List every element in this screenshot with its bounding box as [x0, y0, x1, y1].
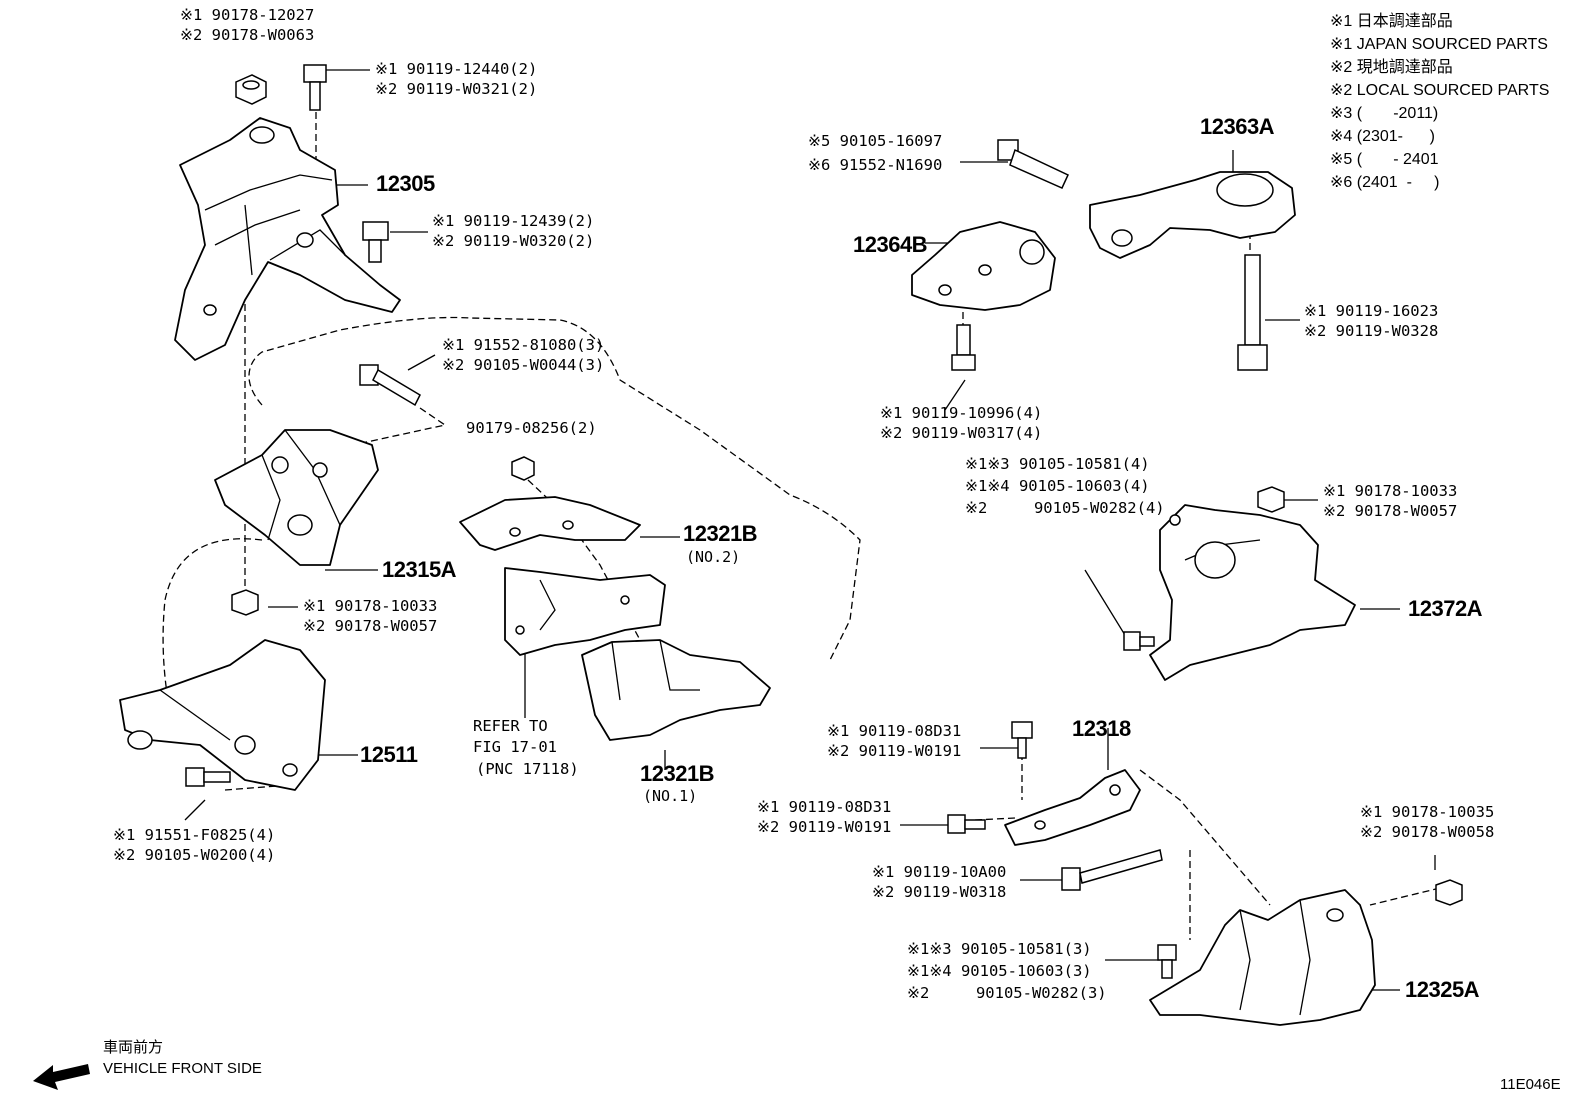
legend-line-4: ※2 LOCAL SOURCED PARTS: [1330, 82, 1550, 99]
bolt-90119-10996: [951, 324, 976, 371]
bolt-90105-10581: [1123, 631, 1155, 651]
callout-bolt-12325-1: ※1※3 90105-10581(3): [907, 940, 1092, 958]
nut-90178-10035: [1435, 879, 1463, 906]
callout-nut-12372-1: ※1 90178-10033: [1323, 482, 1458, 500]
legend-line-1: ※1 日本調達部品: [1330, 13, 1453, 30]
callout-bolt-long-b-2: ※2 90119-W0318: [872, 883, 1007, 901]
callout-bolt-long-2: ※2 90105-W0044(3): [442, 356, 605, 374]
bolt-90119-08D31-a: [1011, 721, 1033, 759]
front-direction-en: VEHICLE FRONT SIDE: [103, 1060, 262, 1077]
callout-bolt-mid-1: ※1 90119-12439(2): [432, 212, 595, 230]
part-12318-bracket: [1004, 769, 1141, 846]
refer-line-2: FIG 17-01: [473, 738, 557, 756]
bolt-90119-16023: [1237, 254, 1268, 371]
legend-line-7: ※5 ( - 2401: [1330, 151, 1439, 168]
nut-90179-08256: [511, 456, 535, 481]
part-number-12363A: 12363A: [1200, 114, 1275, 139]
legend-line-3: ※2 現地調達部品: [1330, 59, 1453, 76]
callout-bolt-12325-2: ※1※4 90105-10603(3): [907, 962, 1092, 980]
callout-nut-small-1: 90179-08256(2): [466, 419, 597, 437]
legend-line-8: ※6 (2401 - ): [1330, 174, 1440, 191]
callout-nut-left-2: ※2 90178-W0057: [303, 617, 438, 635]
front-direction-jp: 車両前方: [103, 1039, 164, 1056]
callout-nut-12325-1: ※1 90178-10035: [1360, 803, 1495, 821]
part-12305-bracket: [174, 117, 401, 361]
callout-bolt-long-1: ※1 91552-81080(3): [442, 336, 605, 354]
callout-bolt-5-6-1: ※5 90105-16097: [808, 132, 943, 150]
part-number-12315A: 12315A: [382, 557, 457, 582]
refer-line-1: REFER TO: [473, 717, 548, 735]
callout-nut-top-2: ※2 90178-W0063: [180, 26, 315, 44]
callout-bolt-5-6-2: ※6 91552-N1690: [808, 156, 943, 174]
callout-bolt-12318-a-1: ※1 90119-08D31: [827, 722, 962, 740]
bolt-90105-16097: [997, 139, 1069, 189]
callout-bolt-top-2: ※2 90119-W0321(2): [375, 80, 538, 98]
part-12364B-bracket: [911, 221, 1056, 311]
bolt-91552-81080: [359, 364, 421, 407]
callout-bolt-12372-2: ※1※4 90105-10603(4): [965, 477, 1150, 495]
callout-bolt-right-2: ※2 90119-W0328: [1304, 322, 1439, 340]
part-number-12321B-no2: 12321B: [683, 521, 758, 546]
callout-nut-left-1: ※1 90178-10033: [303, 597, 438, 615]
bolt-90119-08D31-b: [947, 814, 986, 834]
bolt-90119-12439: [362, 221, 389, 263]
part-number-12318: 12318: [1072, 716, 1131, 741]
part-number-12372A: 12372A: [1408, 596, 1483, 621]
diagram-id: 11E046E: [1500, 1076, 1561, 1093]
callout-nut-top-1: ※1 90178-12027: [180, 6, 315, 24]
part-12321B-no2: [459, 496, 641, 551]
part-12511-bracket: [119, 639, 326, 791]
part-12321B-no1: [581, 639, 771, 741]
part-sub-no1: (NO.1): [643, 787, 698, 805]
callout-bolt-12364-2: ※2 90119-W0317(4): [880, 424, 1043, 442]
part-number-12511: 12511: [360, 742, 418, 767]
bolt-90119-10A00: [1061, 849, 1163, 891]
bolt-90119-12440: [303, 64, 327, 111]
callout-bolt-12372-3: ※2 90105-W0282(4): [965, 499, 1165, 517]
callout-bolt-12318-b-2: ※2 90119-W0191: [757, 818, 892, 836]
part-number-12305: 12305: [376, 171, 435, 196]
callout-bolt-12372-1: ※1※3 90105-10581(4): [965, 455, 1150, 473]
bolt-90105-10581-b: [1157, 944, 1177, 979]
legend-line-6: ※4 (2301- ): [1330, 128, 1435, 145]
callout-bolt-bottom-2: ※2 90105-W0200(4): [113, 846, 276, 864]
dashed-line-12325-nut: [1369, 887, 1441, 906]
callout-bolt-12318-b-1: ※1 90119-08D31: [757, 798, 892, 816]
callout-bolt-long-b-1: ※1 90119-10A00: [872, 863, 1007, 881]
callout-bolt-top-1: ※1 90119-12440(2): [375, 60, 538, 78]
part-number-12325A: 12325A: [1405, 977, 1480, 1002]
legend-line-5: ※3 ( -2011): [1330, 105, 1439, 122]
dashed-loop-upper: [248, 316, 861, 661]
nut-90178-10033-b: [1257, 486, 1285, 513]
nut-90178-10033: [231, 589, 259, 616]
part-12325A-bracket: [1149, 889, 1376, 1026]
refer-bracket-plate: [504, 567, 666, 656]
callout-nut-12372-2: ※2 90178-W0057: [1323, 502, 1458, 520]
callout-bolt-bottom-1: ※1 91551-F0825(4): [113, 826, 276, 844]
part-number-12364B: 12364B: [853, 232, 928, 257]
dashed-loop-lower: [149, 538, 263, 706]
bolt-91551-F0825: [185, 767, 231, 787]
part-12363A-rod: [1089, 171, 1296, 259]
nut-90178-12027: [235, 74, 267, 105]
callout-bolt-mid-2: ※2 90119-W0320(2): [432, 232, 595, 250]
front-direction-arrow-icon: [33, 1064, 90, 1090]
part-12315A-bracket: [214, 429, 379, 566]
callout-bolt-12318-a-2: ※2 90119-W0191: [827, 742, 962, 760]
legend-line-2: ※1 JAPAN SOURCED PARTS: [1330, 36, 1548, 53]
callout-nut-12325-2: ※2 90178-W0058: [1360, 823, 1495, 841]
callout-bolt-12364-1: ※1 90119-10996(4): [880, 404, 1043, 422]
callout-bolt-12325-3: ※2 90105-W0282(3): [907, 984, 1107, 1002]
dashed-line-12325-right: [1139, 769, 1271, 906]
callout-bolt-right-1: ※1 90119-16023: [1304, 302, 1439, 320]
part-sub-no2: (NO.2): [686, 548, 741, 566]
refer-line-3: (PNC 17118): [476, 760, 579, 778]
part-number-12321B-no1: 12321B: [640, 761, 715, 786]
part-12372A-mount: [1149, 504, 1356, 681]
